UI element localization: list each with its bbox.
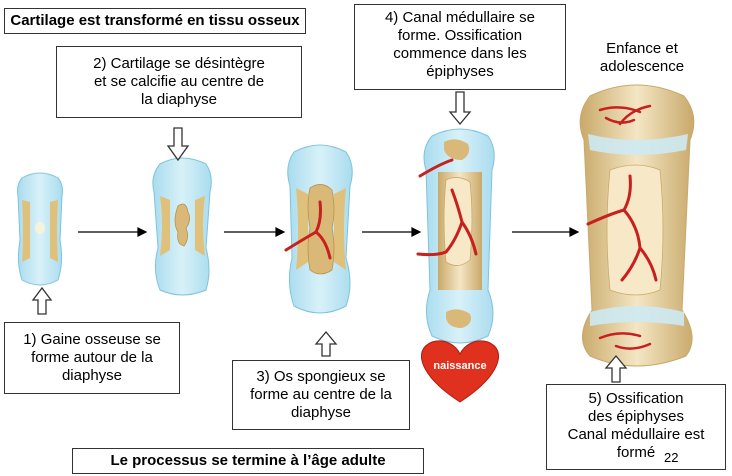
step-5-line-1: 5) Ossification xyxy=(588,390,684,407)
stage-3-bone xyxy=(284,144,353,314)
step-4-line-3: commence dans les xyxy=(393,45,527,62)
title-box: Cartilage est transformé en tissu osseux xyxy=(4,8,306,34)
stage-1-bone xyxy=(17,172,63,286)
stage-4-bone xyxy=(416,128,495,344)
enfance-label: Enfance et adolescence xyxy=(582,40,702,76)
step-4-line-2: forme. Ossification xyxy=(397,27,523,44)
step-3-line-3: diaphyse xyxy=(290,404,352,421)
step-1-box: 1) Gaine osseuse se forme autour de la d… xyxy=(4,322,180,394)
step-4-line-1: 4) Canal médullaire se xyxy=(384,9,536,26)
step-2-line-3: la diaphyse xyxy=(141,91,217,108)
page-number: 22 xyxy=(664,450,679,465)
step-3-box: 3) Os spongieux se forme au centre de la… xyxy=(232,360,410,430)
stage-2-bone xyxy=(152,157,212,296)
step-2-box: 2) Cartilage se désintègre et se calcifi… xyxy=(56,46,302,118)
step-5-box: 5) Ossification des épiphyses Canal médu… xyxy=(546,384,726,470)
step-2-line-2: et se calcifie au centre de xyxy=(93,73,265,90)
step-1-line-3: diaphyse xyxy=(61,367,123,384)
step-3-line-2: forme au centre de la xyxy=(250,386,392,403)
step-2-line-1: 2) Cartilage se désintègre xyxy=(93,55,265,72)
stage-5-bone xyxy=(579,84,695,367)
step-1-line-1: 1) Gaine osseuse se xyxy=(23,331,161,348)
step-5-line-2: des épiphyses xyxy=(588,408,684,425)
step-5-line-3: Canal médullaire est xyxy=(567,426,705,443)
step-4-box: 4) Canal médullaire se forme. Ossificati… xyxy=(354,4,566,90)
stage-arrows xyxy=(78,227,580,237)
enfance-line-1: Enfance et xyxy=(606,40,678,57)
footer-box: Le processus se termine à l’âge adulte xyxy=(72,448,424,474)
enfance-line-2: adolescence xyxy=(599,58,685,75)
step-4-line-4: épiphyses xyxy=(426,63,494,80)
naissance-label: naissance xyxy=(433,360,487,372)
step-3-line-1: 3) Os spongieux se xyxy=(256,368,386,385)
step-5-line-4: formé xyxy=(616,444,656,461)
pointer-arrows xyxy=(31,91,628,383)
step-1-line-2: forme autour de la xyxy=(31,349,153,366)
heart-icon xyxy=(421,340,499,403)
